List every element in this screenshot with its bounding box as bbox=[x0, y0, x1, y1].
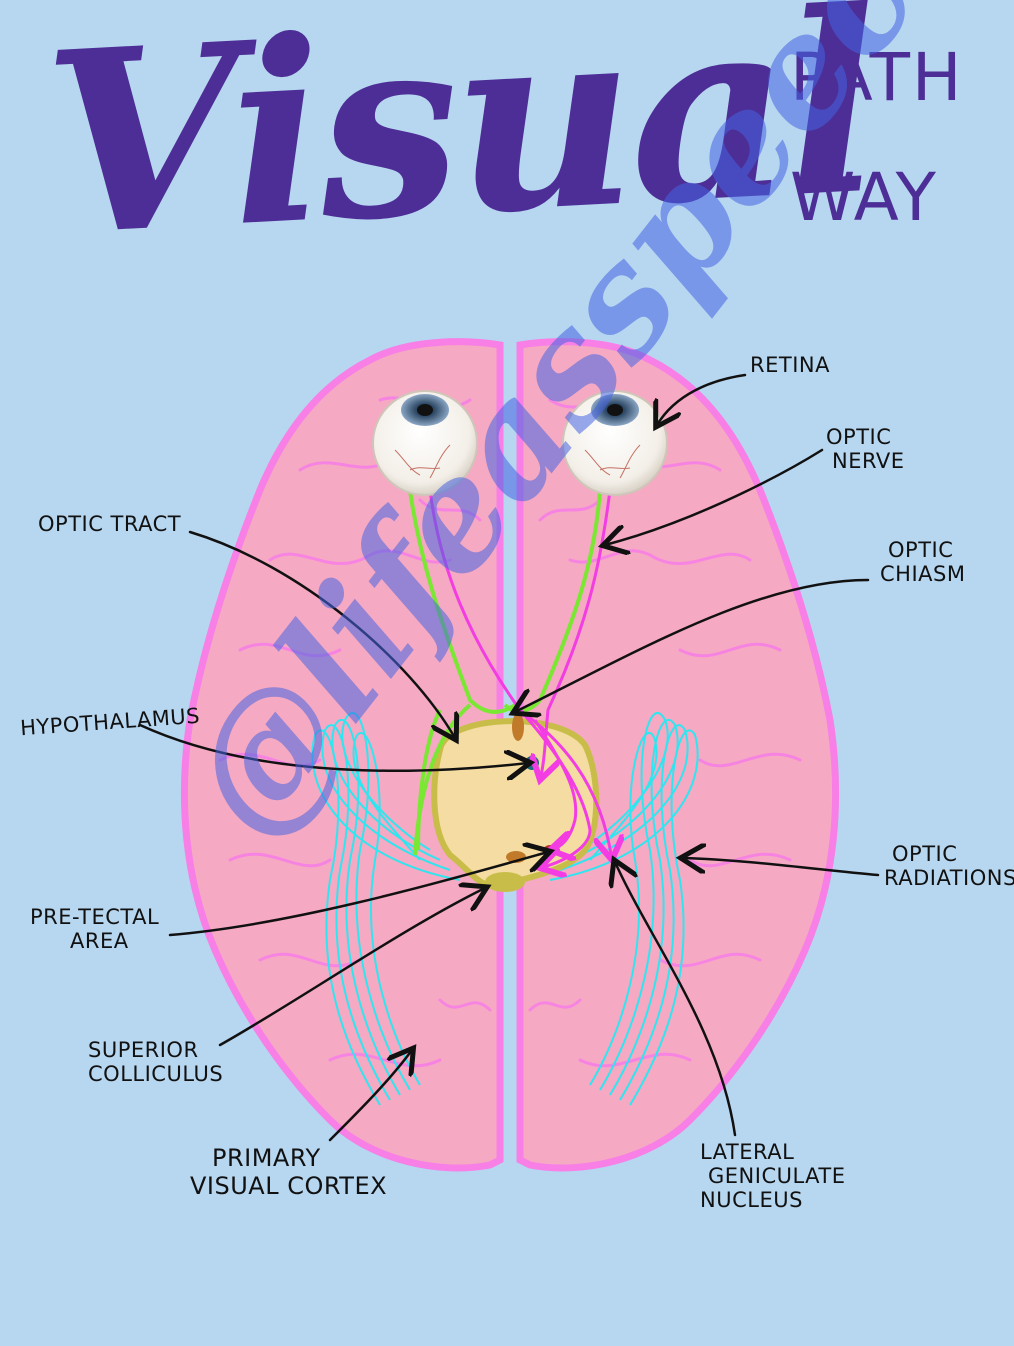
label-optic-radiations: OPTIC RADIATIONS bbox=[884, 842, 1014, 891]
pretectal-arrow bbox=[168, 852, 548, 937]
label-primary-visual-cortex: PRIMARY VISUAL CORTEX bbox=[190, 1144, 388, 1200]
superior-colliculus-shape bbox=[485, 872, 525, 892]
left-eye bbox=[372, 390, 478, 496]
optic-radiations-arrow bbox=[683, 858, 880, 877]
label-lateral-geniculate-nucleus: LATERAL GENICULATE NUCLEUS bbox=[700, 1140, 846, 1213]
leader-lines bbox=[138, 373, 880, 1142]
optic-tract-arrow bbox=[188, 530, 455, 738]
label-optic-tract: OPTIC TRACT bbox=[38, 512, 182, 536]
hypothalamus-arrow bbox=[138, 723, 528, 771]
right-eye bbox=[562, 390, 668, 496]
optic-nerve-arrow bbox=[605, 448, 824, 545]
title-path: PATH bbox=[790, 39, 964, 116]
label-optic-chiasm: OPTIC CHIASM bbox=[880, 538, 966, 587]
lgn-arrow bbox=[615, 862, 737, 1137]
label-superior-colliculus: SUPERIOR COLLICULUS bbox=[88, 1038, 224, 1087]
primary-visual-cortex-arrow bbox=[328, 1050, 412, 1142]
retina-arrow bbox=[657, 373, 747, 425]
title-way: WAY bbox=[790, 159, 938, 236]
optic-chiasm-arrow bbox=[515, 578, 870, 712]
optic-radiations bbox=[311, 712, 699, 1106]
label-optic-nerve: OPTIC NERVE bbox=[826, 425, 905, 474]
label-retina: RETINA bbox=[750, 353, 830, 377]
label-pretectal-area: PRE-TECTAL AREA bbox=[30, 905, 160, 954]
superior-colliculus-arrow bbox=[218, 888, 485, 1047]
pituitary-shape bbox=[512, 713, 524, 741]
pretectal-dot bbox=[543, 845, 557, 857]
